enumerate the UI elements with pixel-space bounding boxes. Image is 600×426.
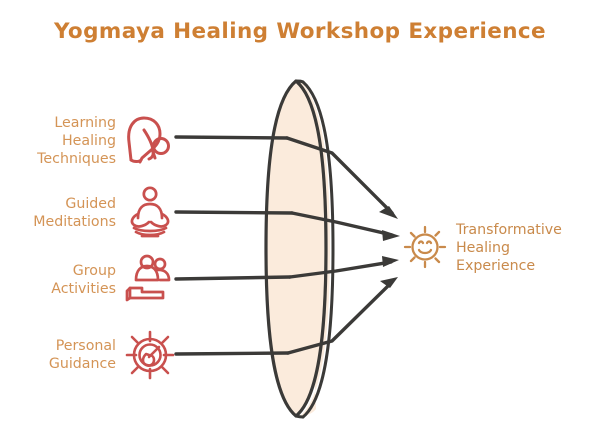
input-label-personal-1: Personal (56, 338, 116, 354)
input-label-group-2: Activities (51, 281, 116, 297)
ray-1-through (285, 136, 394, 215)
arrow-heads (379, 206, 400, 288)
ray-3-through (288, 260, 393, 279)
seated-meditation-icon (130, 186, 170, 238)
input-label-learning-2: Healing (62, 133, 116, 149)
center-lens-shape (264, 79, 335, 419)
ray-2-through (290, 211, 394, 237)
ray-1-in (174, 135, 289, 140)
arrow-head-3 (382, 256, 399, 267)
ray-3-in (174, 275, 292, 281)
input-label-personal-2: Guidance (49, 356, 116, 372)
ray-4-through (286, 281, 393, 355)
target-dart-icon (125, 330, 175, 380)
input-label-group-1: Group (73, 263, 116, 279)
input-label-learning-3: Techniques (36, 151, 116, 167)
arrow-head-4 (380, 277, 398, 288)
outcome-label-line-1: Transformative (455, 222, 562, 238)
page-title: Yogmaya Healing Workshop Experience (53, 19, 546, 44)
outcome-label-line-2: Healing (456, 240, 510, 256)
outcome-label-line-3: Experience (456, 258, 535, 274)
input-labels: Learning Healing Techniques Guided Medit… (33, 115, 116, 372)
input-label-learning-1: Learning (54, 115, 116, 131)
forward-fold-yoga-pose-icon (127, 116, 170, 164)
arrow-head-2 (382, 230, 400, 241)
input-label-meditations-1: Guided (65, 196, 116, 212)
ray-4-in (174, 351, 290, 356)
smiling-sun-icon (403, 225, 447, 269)
arrow-head-1 (379, 206, 398, 219)
ray-2-in (174, 210, 294, 215)
outcome-label: Transformative Healing Experience (455, 222, 562, 274)
lens-rim-edge (301, 80, 335, 419)
group-people-icon (125, 254, 171, 302)
input-label-meditations-2: Meditations (33, 214, 116, 230)
connector-rays (174, 135, 394, 356)
